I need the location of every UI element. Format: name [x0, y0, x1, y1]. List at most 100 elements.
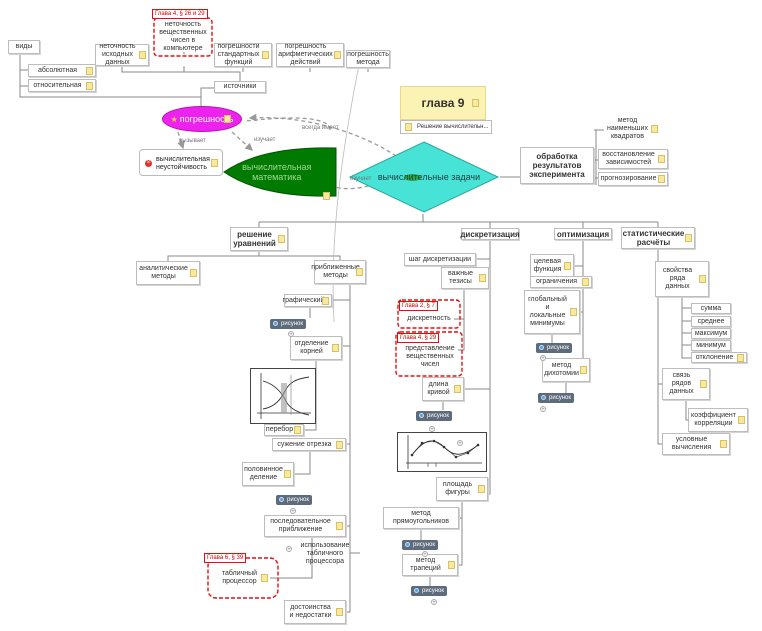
- node-pryam[interactable]: метод прямоугольников: [383, 507, 459, 529]
- image-attachment-button[interactable]: рисунок: [402, 540, 438, 550]
- error-icon: ×: [145, 160, 152, 167]
- image-attachment-button[interactable]: рисунок: [411, 586, 447, 596]
- node-pogr_met[interactable]: погрешность метода: [346, 50, 390, 68]
- node-anal[interactable]: аналитические методы: [136, 261, 200, 285]
- image-attachment-button[interactable]: рисунок: [270, 319, 306, 329]
- expand-icon[interactable]: +: [540, 406, 546, 413]
- node-otnos[interactable]: относительная: [28, 79, 96, 92]
- image-attachment-button[interactable]: рисунок: [416, 411, 452, 421]
- node-label: сужение отрезка: [277, 440, 332, 448]
- node-dostoin[interactable]: достоинства и недостатки: [284, 600, 346, 624]
- chapter-ref-tag[interactable]: Глава 6, § 39: [204, 553, 247, 563]
- star-icon: ★: [170, 114, 178, 124]
- node-uslov[interactable]: условные вычисления: [662, 433, 730, 455]
- chapter-ref-tag[interactable]: Глава 4, § 26 и 29: [152, 9, 208, 19]
- image-attachment-label: рисунок: [281, 321, 303, 327]
- expand-icon[interactable]: +: [286, 546, 292, 553]
- note-icon: [334, 51, 341, 59]
- chapter-subtitle-link[interactable]: Решение вычислительн...: [400, 120, 492, 134]
- node-sujen[interactable]: сужение отрезка: [272, 438, 346, 451]
- expand-icon[interactable]: +: [422, 551, 428, 558]
- node-label: аналитические методы: [139, 265, 188, 280]
- node-vosst[interactable]: восстановление зависимостей: [598, 149, 668, 169]
- node-otklon[interactable]: отклонение: [691, 352, 747, 363]
- node-posled[interactable]: последовательное приближение: [264, 515, 346, 537]
- node-prognoz[interactable]: прогнозирование: [598, 172, 668, 186]
- node-perebor[interactable]: перебор: [264, 424, 304, 436]
- node-maks[interactable]: максимум: [691, 328, 731, 339]
- node-sred[interactable]: среднее: [691, 316, 731, 327]
- expand-icon[interactable]: +: [429, 426, 435, 433]
- note-icon: [658, 175, 665, 183]
- node-dlina[interactable]: длина кривой: [422, 377, 464, 401]
- note-icon: [564, 262, 571, 270]
- chapter-ref-tag[interactable]: Глава 4, § 29: [397, 333, 440, 343]
- node-graf[interactable]: графический: [283, 294, 332, 307]
- vych-zad-node[interactable]: вычислительные задачи: [348, 140, 500, 214]
- image-attachment-button[interactable]: рисунок: [276, 495, 312, 505]
- node-label: сумма: [700, 304, 722, 312]
- node-label: коэффициент корреляции: [691, 412, 736, 427]
- expand-icon[interactable]: +: [288, 331, 294, 338]
- node-tabl[interactable]: табличный процессор: [218, 564, 270, 592]
- node-ogran[interactable]: ограничения: [530, 276, 592, 288]
- node-vidy[interactable]: виды: [8, 40, 40, 54]
- node-netoch_vesh[interactable]: неточность вещественных чисел в компьюте…: [158, 20, 208, 54]
- node-koef[interactable]: коэффициент корреляции: [688, 408, 748, 432]
- node-stat[interactable]: статистические расчёты: [621, 227, 695, 249]
- node-vazhn[interactable]: важные тезисы: [441, 267, 489, 289]
- chapter-title[interactable]: глава 9: [400, 86, 486, 120]
- node-mnk[interactable]: метод наименьших квадратов: [604, 114, 660, 144]
- node-minim[interactable]: минимум: [691, 340, 731, 351]
- roots-graph-image[interactable]: [250, 368, 316, 424]
- node-dixot[interactable]: метод дихотомии: [542, 358, 590, 382]
- node-diskretnost[interactable]: дискретность: [404, 312, 454, 326]
- node-polov[interactable]: половинное деление: [242, 462, 294, 486]
- expand-icon[interactable]: +: [540, 355, 546, 362]
- node-trap[interactable]: метод трапеций: [402, 554, 458, 576]
- chapter-ref-tag[interactable]: Глава 2, § 7: [399, 301, 438, 311]
- curve-length-image[interactable]: [397, 432, 487, 472]
- node-summa[interactable]: сумма: [691, 303, 731, 314]
- node-predst[interactable]: представление вещественных чисел: [402, 342, 458, 372]
- node-pribl[interactable]: приближенные методы: [311, 260, 366, 284]
- node-svyaz[interactable]: связь рядов данных: [662, 368, 710, 400]
- node-diskret[interactable]: дискретизация: [460, 228, 520, 240]
- pogreshnost-node[interactable]: ★погрешность: [162, 106, 242, 132]
- node-optim[interactable]: оптимизация: [554, 228, 612, 240]
- neustoichivost-label: вычислительная неустойчивость: [156, 155, 210, 171]
- neustoichivost-node[interactable]: × вычислительная неустойчивость: [139, 149, 223, 176]
- node-pogr_arif[interactable]: погрешность арифметических действий: [276, 43, 344, 67]
- node-label: половинное деление: [244, 466, 283, 481]
- node-otdel[interactable]: отделение корней: [290, 336, 342, 360]
- node-glob[interactable]: глобальный и локальные минимумы: [524, 290, 580, 334]
- picture-icon: [539, 345, 544, 350]
- node-obrabotka[interactable]: обработка результатов эксперимента: [520, 147, 594, 184]
- node-ispolz[interactable]: использование табличного процессора: [290, 539, 360, 569]
- node-svoist[interactable]: свойства ряда данных: [655, 261, 709, 297]
- node-pogr_std[interactable]: погрешности стандартных функций: [214, 43, 272, 67]
- note-icon: [479, 274, 486, 282]
- node-plosh[interactable]: площадь фигуры: [436, 477, 488, 501]
- node-label: неточность вещественных чисел в компьюте…: [159, 21, 207, 52]
- node-resh_ur[interactable]: решение уравнений: [230, 227, 288, 251]
- node-istochniki[interactable]: источники: [214, 81, 266, 93]
- relation-label: всегда имеет: [302, 125, 339, 131]
- note-icon: [478, 485, 485, 493]
- node-shag[interactable]: шаг дискретизации: [404, 253, 476, 266]
- vych-mat-node[interactable]: вычислительная математика: [222, 146, 338, 200]
- node-label: метод трапеций: [410, 557, 441, 572]
- node-netoch_isx[interactable]: неточность исходных данных: [95, 43, 149, 66]
- node-label: оптимизация: [556, 229, 610, 239]
- expand-icon[interactable]: +: [290, 508, 296, 515]
- image-attachment-button[interactable]: рисунок: [536, 343, 572, 353]
- note-icon: [86, 81, 93, 90]
- roots-graph-drawing: [257, 373, 311, 419]
- expand-icon[interactable]: +: [457, 440, 463, 447]
- image-attachment-button[interactable]: рисунок: [538, 393, 574, 403]
- note-icon: [224, 115, 231, 123]
- expand-icon[interactable]: +: [431, 599, 437, 606]
- node-celev[interactable]: целевая функция: [530, 254, 574, 278]
- node-absol[interactable]: абсолютная: [28, 64, 96, 77]
